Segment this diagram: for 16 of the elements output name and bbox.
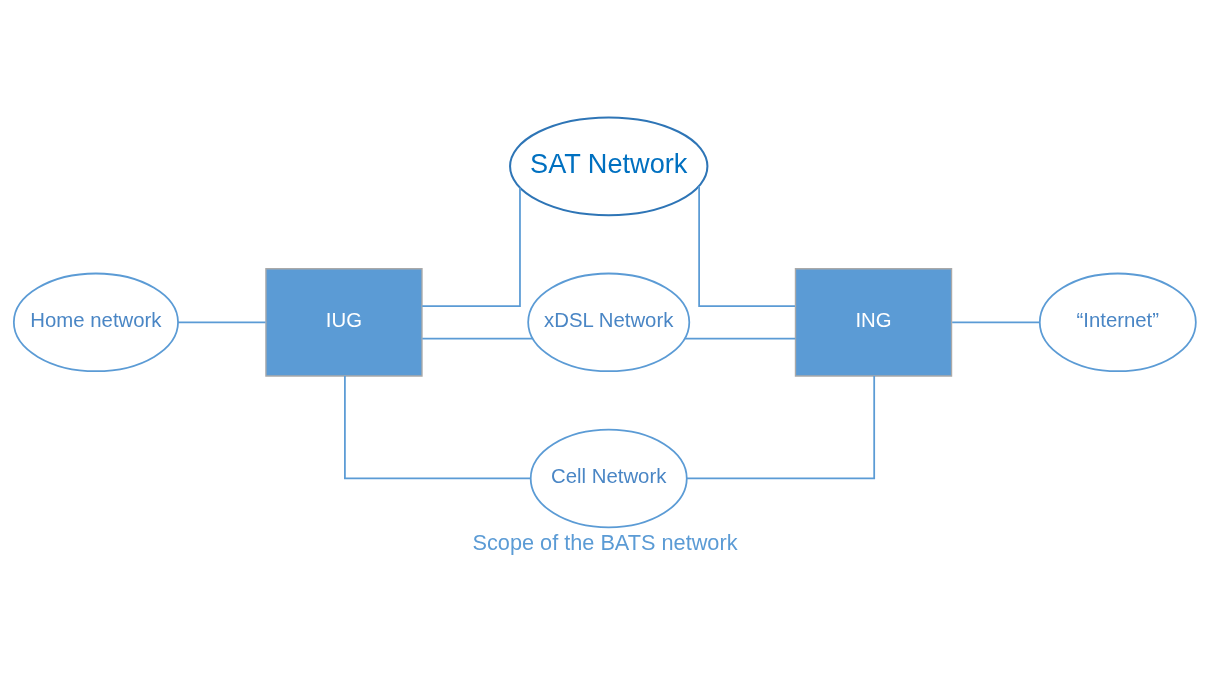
- connector: [683, 337, 797, 340]
- node-ellipse: xDSL Network: [527, 272, 691, 373]
- node-box: ING: [794, 268, 953, 377]
- node-ellipse: SAT Network: [509, 116, 709, 217]
- node-box: IUG: [265, 268, 423, 377]
- connector: [176, 321, 267, 324]
- connector: [698, 185, 796, 307]
- caption: Scope of the BATS network: [472, 530, 738, 556]
- node-ellipse: “Internet”: [1038, 272, 1197, 373]
- connector: [421, 186, 521, 307]
- node-ellipse: Home network: [12, 272, 179, 373]
- connector: [951, 321, 1041, 324]
- node-ellipse: Cell Network: [529, 428, 688, 529]
- connector: [421, 337, 534, 340]
- connector: [344, 375, 532, 480]
- connector: [686, 375, 876, 480]
